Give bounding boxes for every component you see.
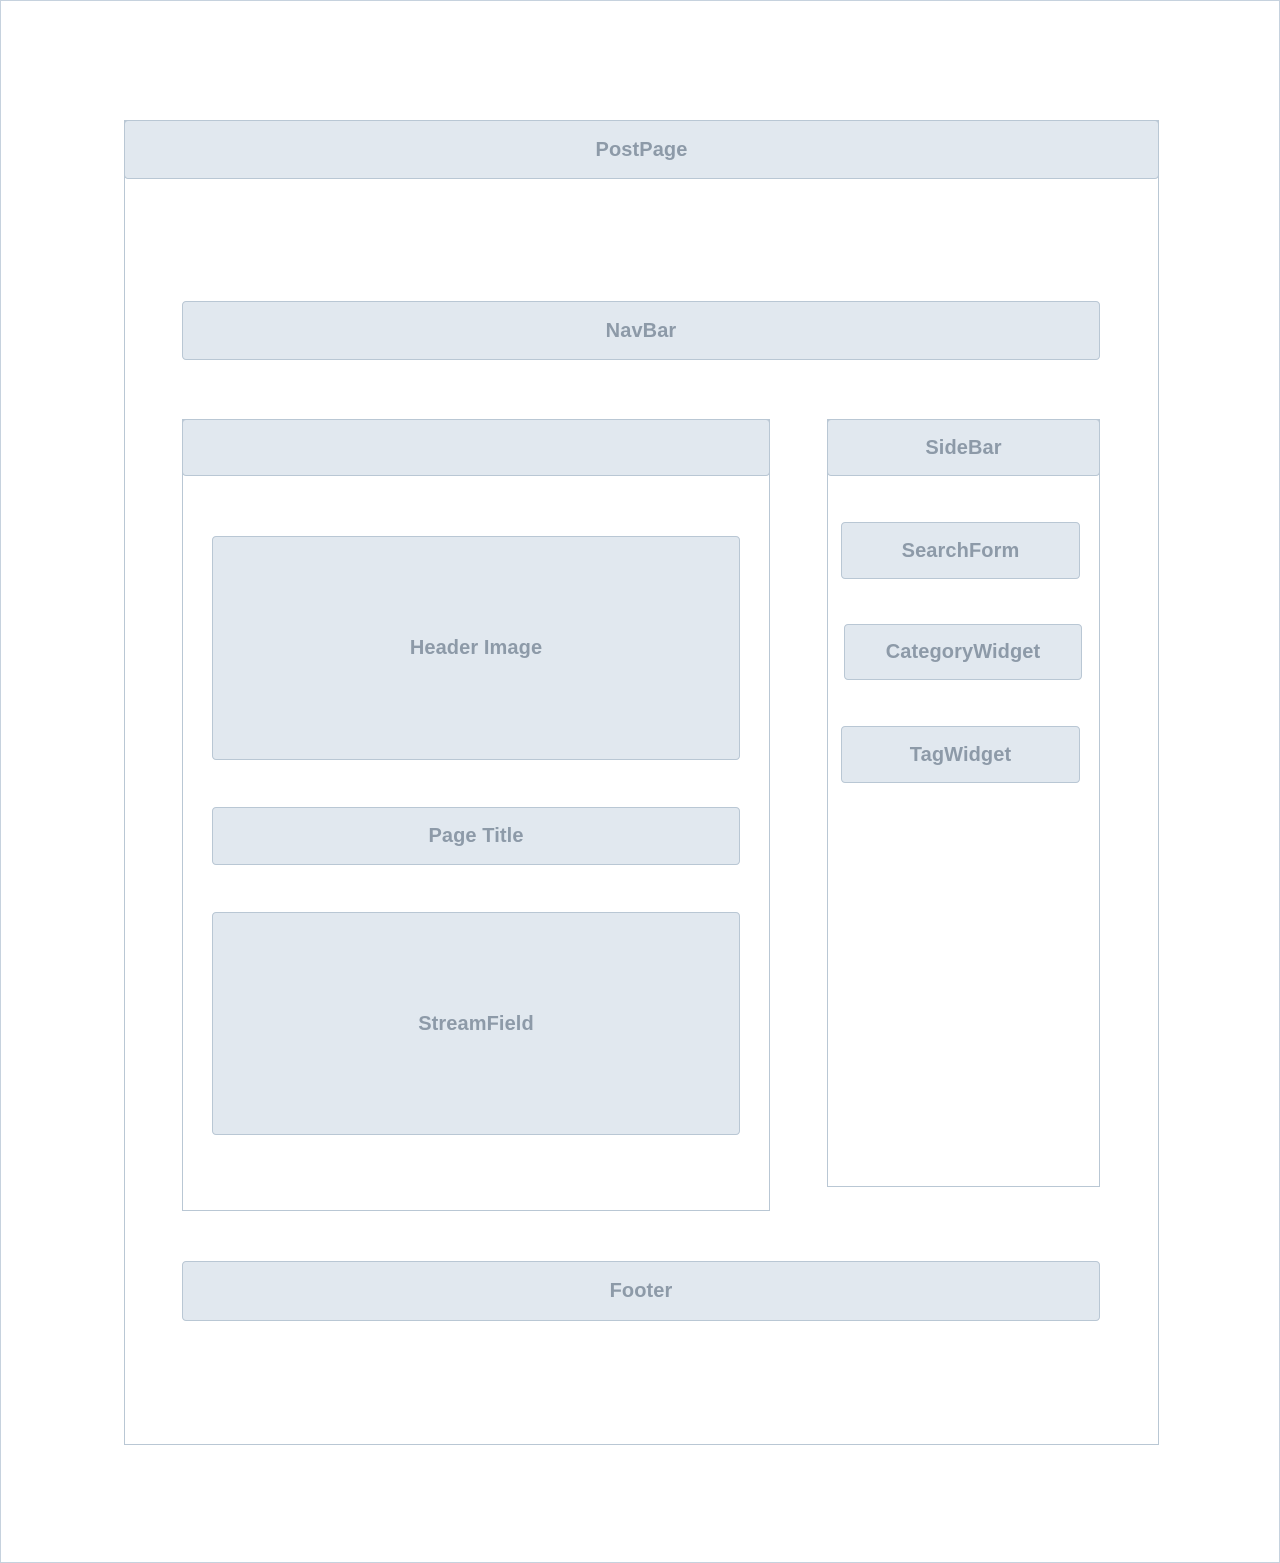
- categorywidget-label: CategoryWidget: [885, 641, 1041, 663]
- navbar-label: NavBar: [605, 319, 677, 342]
- streamfield-node[interactable]: StreamField: [212, 912, 740, 1135]
- footer-node[interactable]: Footer: [182, 1261, 1100, 1321]
- sidebar-titlebar[interactable]: SideBar: [827, 419, 1100, 476]
- categorywidget-node[interactable]: CategoryWidget: [844, 624, 1082, 680]
- postpage-label: PostPage: [595, 138, 688, 161]
- streamfield-label: StreamField: [418, 1012, 534, 1035]
- footer-label: Footer: [609, 1280, 673, 1302]
- searchform-label: SearchForm: [901, 539, 1020, 562]
- main-column-titlebar[interactable]: [182, 419, 770, 476]
- page-title-label: Page Title: [428, 825, 524, 847]
- searchform-node[interactable]: SearchForm: [841, 522, 1080, 579]
- tagwidget-node[interactable]: TagWidget: [841, 726, 1080, 783]
- tagwidget-label: TagWidget: [909, 743, 1012, 766]
- sidebar-label: SideBar: [925, 436, 1002, 459]
- navbar-node[interactable]: NavBar: [182, 301, 1100, 360]
- postpage-titlebar[interactable]: PostPage: [124, 120, 1159, 179]
- page-title-node[interactable]: Page Title: [212, 807, 740, 865]
- header-image-node[interactable]: Header Image: [212, 536, 740, 760]
- header-image-label: Header Image: [409, 637, 543, 659]
